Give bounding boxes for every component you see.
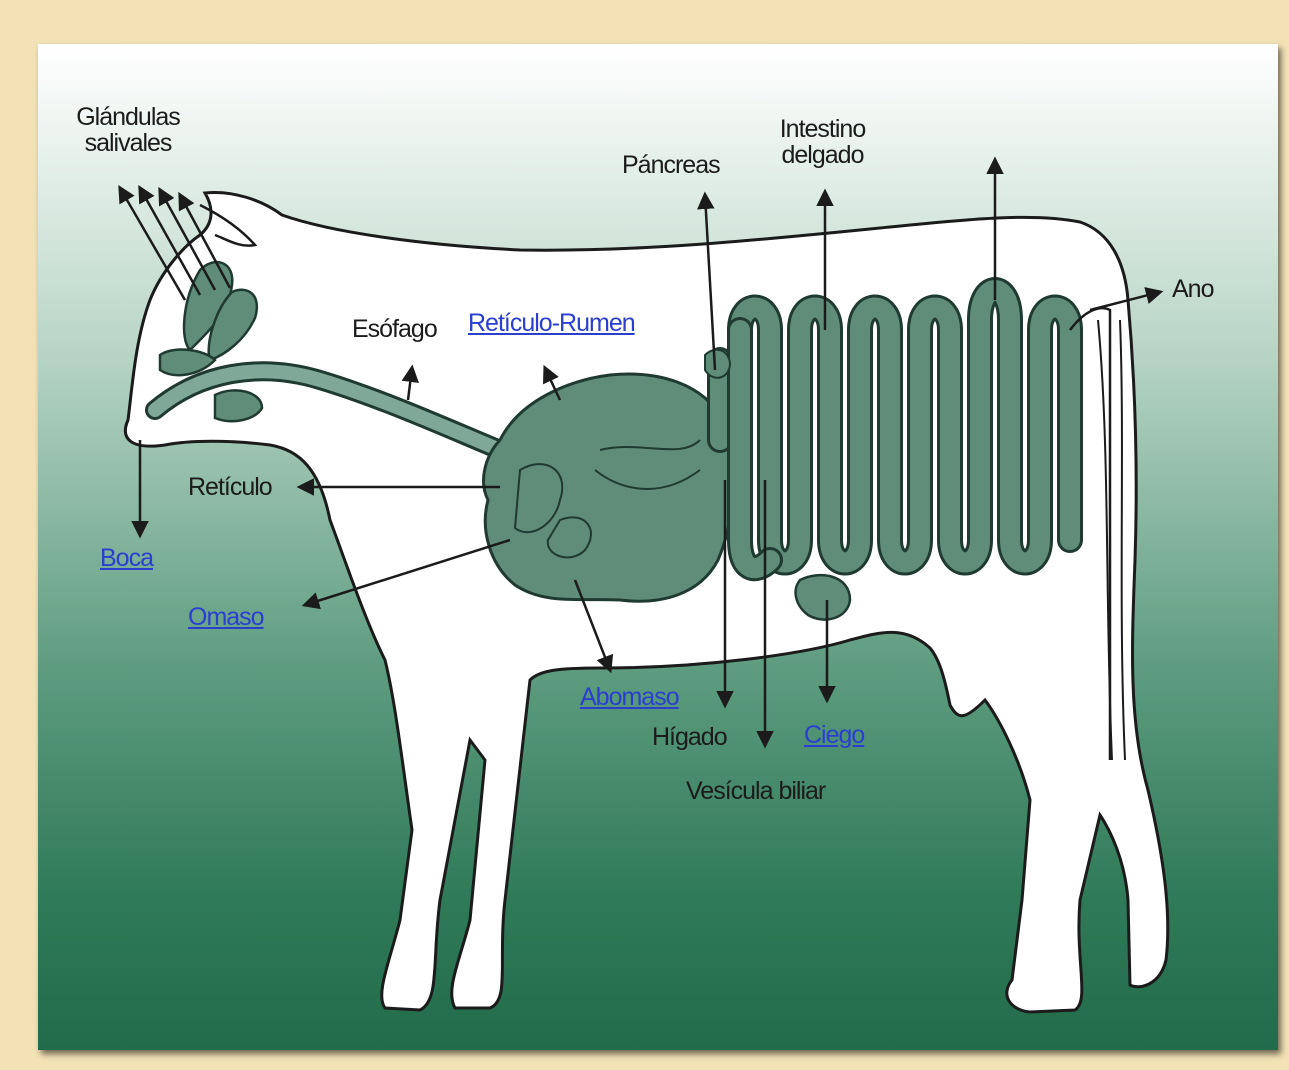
label-ano: Ano [1172, 276, 1213, 302]
link-abomaso[interactable]: Abomaso [580, 684, 679, 710]
small-intestine [720, 290, 1070, 568]
label-glandulas-salivales: Glándulas salivales [58, 104, 198, 156]
cecum [796, 575, 850, 619]
label-esofago: Esófago [352, 316, 437, 342]
label-higado: Hígado [652, 724, 727, 750]
link-omaso[interactable]: Omaso [188, 604, 264, 630]
link-ciego[interactable]: Ciego [804, 722, 864, 748]
pancreas-organ [705, 350, 730, 378]
label-vesicula-biliar: Vesícula biliar [686, 778, 825, 804]
link-reticulo-rumen[interactable]: Retículo-Rumen [468, 310, 635, 336]
label-intestino-delgado: Intestino delgado [755, 116, 890, 168]
link-boca[interactable]: Boca [100, 545, 153, 571]
label-reticulo: Retículo [188, 474, 272, 500]
label-pancreas: Páncreas [622, 152, 720, 178]
